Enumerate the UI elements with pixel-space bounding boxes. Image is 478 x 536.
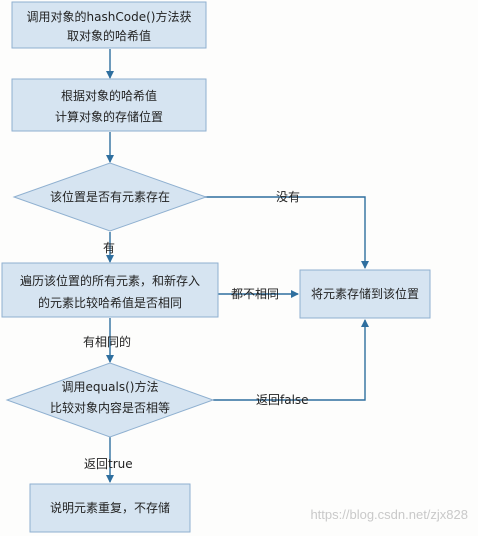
node-duplicate-line1: 说明元素重复，不存储 — [50, 500, 170, 515]
node-decision2-line2: 比较对象内容是否相等 — [50, 400, 170, 415]
edge-label-equals-true: 返回true — [84, 457, 133, 471]
edge-label-equals-false: 返回false — [256, 393, 309, 407]
node-decision1-line1: 该位置是否有元素存在 — [50, 189, 170, 204]
node-step2-line1: 根据对象的哈希值 — [61, 88, 157, 103]
edge-decision1-store — [205, 196, 369, 269]
node-step3-line2: 的元素比较哈希值是否相同 — [38, 295, 182, 310]
edge-label-has-element: 有 — [103, 241, 115, 255]
edges — [106, 49, 369, 483]
node-decision1: 该位置是否有元素存在 — [12, 162, 208, 232]
node-step3-line1: 遍历该位置的所有元素，和新存入 — [20, 273, 200, 288]
node-step3: 遍历该位置的所有元素，和新存入 的元素比较哈希值是否相同 — [1, 262, 219, 318]
watermark: https://blog.csdn.net/zjx828 — [310, 507, 468, 522]
node-decision2: 调用equals()方法 比较对象内容是否相等 — [5, 362, 215, 438]
edge-labels: 没有 有 都不相同 有相同的 返回false 返回true — [83, 189, 309, 471]
edge-label-hash-same: 有相同的 — [83, 334, 131, 349]
node-step2-line2: 计算对象的存储位置 — [55, 109, 163, 124]
node-step2: 根据对象的哈希值 计算对象的存储位置 — [11, 78, 207, 132]
node-duplicate: 说明元素重复，不存储 — [29, 483, 191, 533]
node-step1-line2: 取对象的哈希值 — [67, 28, 151, 43]
edge-label-hash-diff: 都不相同 — [231, 287, 279, 301]
node-step1-line1: 调用对象的hashCode()方法获 — [27, 9, 192, 24]
edge-label-no-element: 没有 — [276, 189, 300, 204]
node-step1: 调用对象的hashCode()方法获 取对象的哈希值 — [11, 1, 207, 49]
node-store-line1: 将元素存储到该位置 — [311, 286, 419, 301]
node-decision2-line1: 调用equals()方法 — [62, 379, 159, 394]
node-store: 将元素存储到该位置 — [299, 269, 431, 319]
edge-decision2-store — [213, 319, 369, 401]
